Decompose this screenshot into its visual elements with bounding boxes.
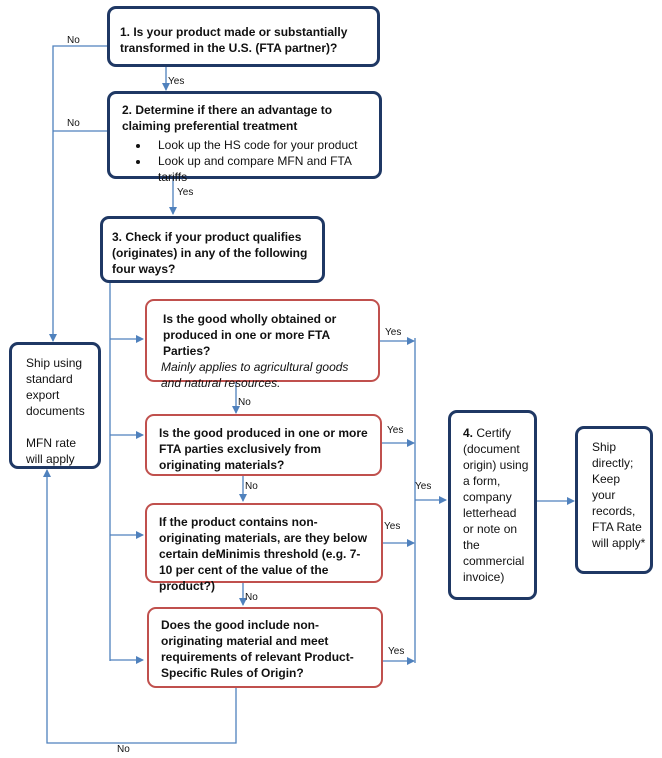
origin-test-de-minimis: If the product contains non-originating … — [145, 503, 383, 593]
origin-test-originating-materials: Is the good produced in one or more FTA … — [145, 414, 382, 476]
label-q4-yes: Yes — [388, 646, 405, 657]
q3-question: If the product contains non-originating … — [159, 515, 368, 593]
ship-directly-text: Ship directly; Keep your records, FTA Ra… — [592, 440, 646, 550]
ship-directly-box: Ship directly; Keep your records, FTA Ra… — [575, 426, 653, 574]
step2-bullet-hs: Look up the HS code for your product — [150, 137, 369, 153]
q1-question: Is the good wholly obtained or produced … — [163, 312, 337, 358]
label-q1-yes: Yes — [385, 327, 402, 338]
step2-bullet-list: Look up the HS code for your product Loo… — [122, 137, 369, 185]
arrow-q4-no — [43, 469, 237, 744]
label-q2-yes: Yes — [387, 425, 404, 436]
arrow-step1-no — [49, 45, 108, 342]
label-q3-no: No — [245, 592, 258, 603]
label-step1-yes: Yes — [168, 76, 185, 87]
label-q2-no: No — [245, 481, 258, 492]
label-q1-no: No — [238, 397, 251, 408]
ship-standard-box: Ship using standard export documents MFN… — [9, 342, 101, 469]
step2-title: 2. Determine if there an advantage to cl… — [122, 103, 333, 133]
label-q3-yes: Yes — [384, 521, 401, 532]
label-step1-no: No — [67, 35, 80, 46]
q4-question: Does the good include non-originating ma… — [161, 618, 354, 680]
label-merge-yes: Yes — [415, 481, 432, 492]
step2-box: 2. Determine if there an advantage to cl… — [107, 91, 382, 184]
origin-test-product-specific-rules: Does the good include non-originating ma… — [147, 607, 383, 688]
step4-number: 4. — [463, 426, 474, 440]
step3-question: 3. Check if your product qualifies (orig… — [112, 230, 308, 276]
label-step2-no: No — [67, 118, 80, 129]
step2-bullet-tariffs: Look up and compare MFN and FTA tariffs — [150, 153, 369, 185]
step1-box: 1. Is your product made or substantially… — [107, 6, 380, 67]
label-bottom-no: No — [117, 744, 130, 755]
step3-box: 3. Check if your product qualifies (orig… — [100, 216, 325, 283]
step4-box: 4. Certify (document origin) using a for… — [448, 410, 537, 600]
q2-question: Is the good produced in one or more FTA … — [159, 426, 368, 472]
ship-standard-text: Ship using standard export documents MFN… — [26, 356, 85, 466]
origin-test-wholly-obtained: Is the good wholly obtained or produced … — [145, 299, 380, 390]
label-step2-yes: Yes — [177, 187, 194, 198]
step4-text: Certify (document origin) using a form, … — [463, 426, 529, 584]
step1-question: 1. Is your product made or substantially… — [120, 25, 348, 55]
q1-note: Mainly applies to agricultural goods and… — [161, 360, 349, 390]
